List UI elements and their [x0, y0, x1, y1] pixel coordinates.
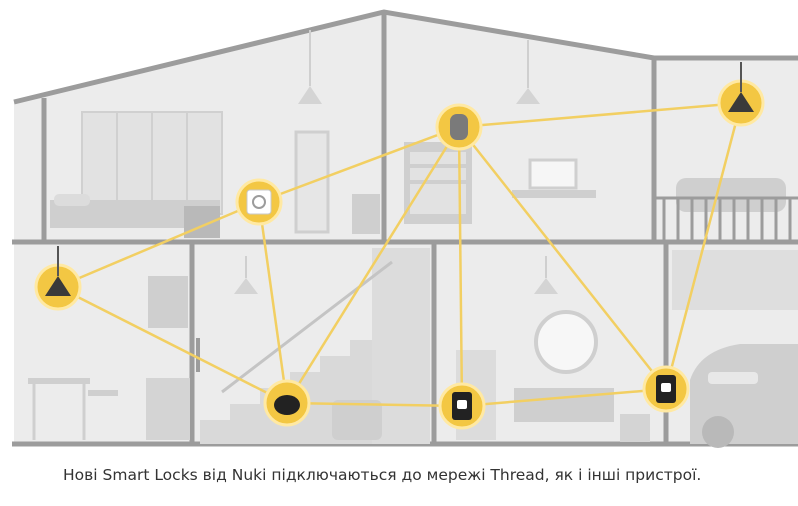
pendant-lamp-icon: [45, 276, 71, 296]
thread-network-house-illustration: [12, 9, 798, 448]
balcony-furniture: [654, 178, 798, 242]
node-lamp-living-left: [34, 246, 82, 311]
staircase: [200, 248, 430, 444]
node-robot-vacuum: [263, 379, 311, 427]
figure-caption: Нові Smart Locks від Nuki підключаються …: [0, 452, 798, 506]
node-lamp-balcony: [717, 62, 765, 127]
node-smart-speaker: [435, 103, 483, 151]
node-smart-lock-garage: [642, 365, 690, 413]
node-smart-lock-hall: [438, 382, 486, 430]
node-wall-outlet: [235, 178, 283, 226]
garage-car: [672, 250, 798, 448]
thread-mesh-connections: [57, 101, 743, 408]
robot-vacuum-icon: [274, 395, 300, 415]
dining-furniture: [28, 276, 200, 440]
power-outlet-icon: [246, 189, 272, 215]
pendant-lamp-icon: [728, 92, 754, 112]
bedroom-furniture: [50, 30, 380, 238]
hallway-furniture: [234, 256, 650, 442]
smart-speaker-icon: [450, 114, 468, 140]
